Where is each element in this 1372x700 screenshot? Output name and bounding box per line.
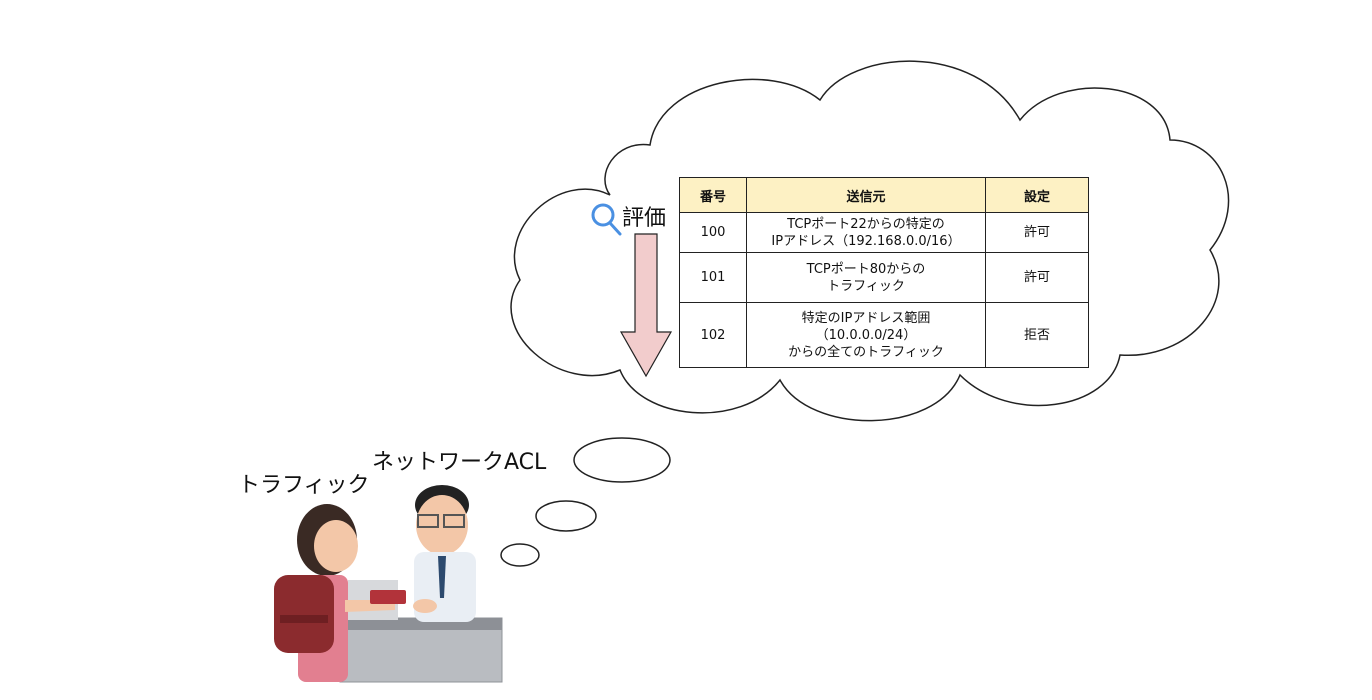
thought-bubble-small [500,543,540,567]
header-source: 送信元 [746,177,986,213]
table-row: 102 特定のIPアドレス範囲 （10.0.0.0/24） からの全てのトラフィ… [679,302,1089,368]
table-row: 100 TCPポート22からの特定の IPアドレス（192.168.0.0/16… [679,212,1089,253]
thought-bubble-medium [535,500,597,532]
rule-source: TCPポート80からの トラフィック [746,252,986,303]
man-figure [413,485,476,622]
header-action: 設定 [985,177,1089,213]
rule-source: TCPポート22からの特定の IPアドレス（192.168.0.0/16） [746,212,986,253]
rule-action: 拒否 [985,302,1089,368]
evaluate-label: 評価 [622,206,667,231]
rule-number: 101 [679,252,747,303]
network-acl-label: ネットワークACL [372,450,547,475]
traffic-label: トラフィック [238,473,370,498]
people-illustration [274,485,503,683]
rule-number: 100 [679,212,747,253]
thought-bubble-large [573,437,671,483]
search-icon [591,203,622,236]
header-number: 番号 [679,177,747,213]
rule-action: 許可 [985,252,1089,303]
table-row: 101 TCPポート80からの トラフィック 許可 [679,252,1089,303]
rule-action: 許可 [985,212,1089,253]
acl-rules-table: 番号 送信元 設定 100 TCPポート22からの特定の IPアドレス（192.… [679,177,1089,368]
backpack [274,575,334,653]
down-arrow-icon [619,233,673,378]
rule-number: 102 [679,302,747,368]
table-header-row: 番号 送信元 設定 [679,177,1089,213]
rule-source: 特定のIPアドレス範囲 （10.0.0.0/24） からの全てのトラフィック [746,302,986,368]
woman-figure [274,504,406,682]
